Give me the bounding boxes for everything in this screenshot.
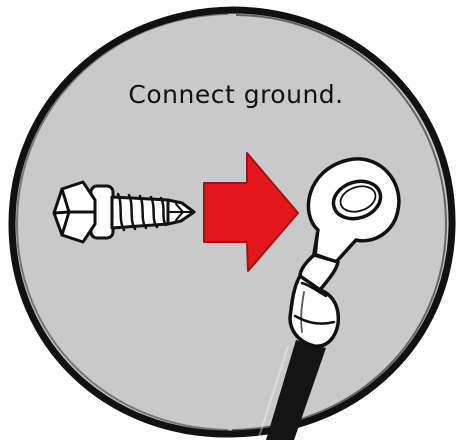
instruction-caption: Connect ground. [128,80,343,109]
